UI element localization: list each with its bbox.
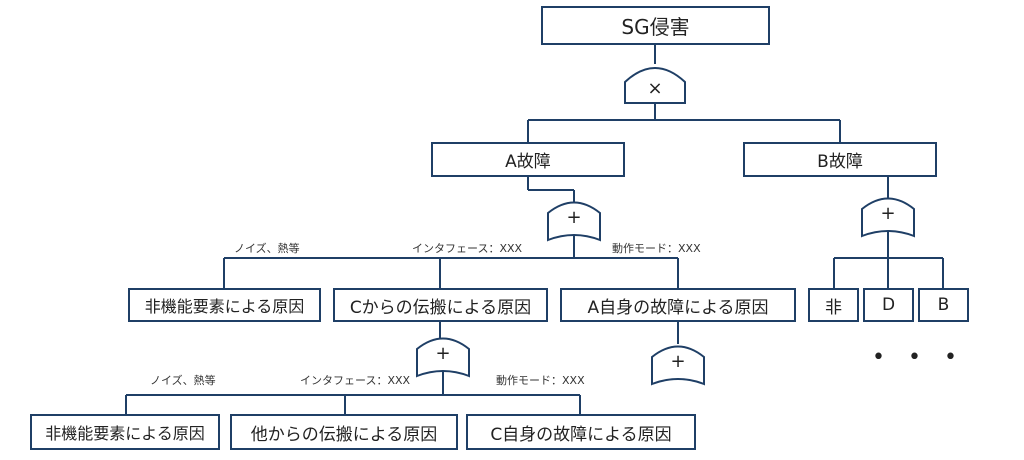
node-a-self-failure-cause[interactable]: A自身の故障による原因: [560, 288, 796, 322]
edge-label-noise: ノイズ、熱等: [234, 242, 300, 255]
node-b-label: B故障: [817, 152, 863, 172]
or-gate-b-symbol: +: [880, 203, 896, 224]
node-b-child-3-label: B: [937, 295, 950, 315]
node-c-self-failure-label: C自身の故障による原因: [490, 424, 672, 445]
node-nonfunctional-cause-2[interactable]: 非機能要素による原因: [30, 414, 220, 450]
node-b-failure[interactable]: B故障: [743, 142, 937, 177]
or-gate-a-self-symbol: +: [670, 351, 686, 372]
edge-label-mode: 動作モード：XXX: [612, 242, 701, 255]
node-b-child-1[interactable]: 非: [808, 288, 859, 322]
or-gate-b-shape: [861, 197, 915, 238]
node-nonfunctional-2-label: 非機能要素による原因: [45, 424, 205, 443]
or-gate-c-shape: [416, 337, 470, 378]
node-b-child-2-label: D: [881, 295, 896, 315]
edge-label-interface: インタフェース：XXX: [412, 242, 523, 255]
edge-label-noise-2: ノイズ、熱等: [150, 374, 216, 387]
node-other-propagation-label: 他からの伝搬による原因: [250, 424, 438, 445]
node-c-self-failure-cause[interactable]: C自身の故障による原因: [466, 414, 696, 450]
ellipsis: • • •: [872, 345, 965, 370]
node-nonfunctional-label: 非機能要素による原因: [144, 297, 305, 316]
top-event-node[interactable]: SG侵害: [541, 6, 770, 45]
and-gate-shape: [624, 67, 686, 104]
node-b-child-3[interactable]: B: [918, 288, 969, 322]
node-b-child-2[interactable]: D: [863, 288, 914, 322]
node-nonfunctional-cause[interactable]: 非機能要素による原因: [128, 288, 321, 322]
node-a-failure[interactable]: A故障: [431, 142, 625, 177]
node-c-propagation-label: Cからの伝搬による原因: [349, 297, 532, 318]
and-gate-symbol: ×: [647, 78, 663, 99]
or-gate-c-symbol: +: [435, 343, 451, 364]
or-gate-a-self-shape: [651, 345, 705, 386]
edge-label-mode-2: 動作モード：XXX: [496, 374, 585, 387]
edge-label-interface-2: インタフェース：XXX: [300, 374, 411, 387]
node-a-self-failure-label: A自身の故障による原因: [587, 297, 769, 318]
or-gate-a-shape: [547, 201, 601, 242]
or-gate-a-symbol: +: [566, 207, 582, 228]
node-c-propagation-cause[interactable]: Cからの伝搬による原因: [333, 288, 548, 322]
node-b-child-1-label: 非: [825, 297, 842, 318]
node-other-propagation-cause[interactable]: 他からの伝搬による原因: [230, 414, 458, 450]
node-a-label: A故障: [505, 152, 551, 172]
top-event-label: SG侵害: [621, 15, 690, 39]
